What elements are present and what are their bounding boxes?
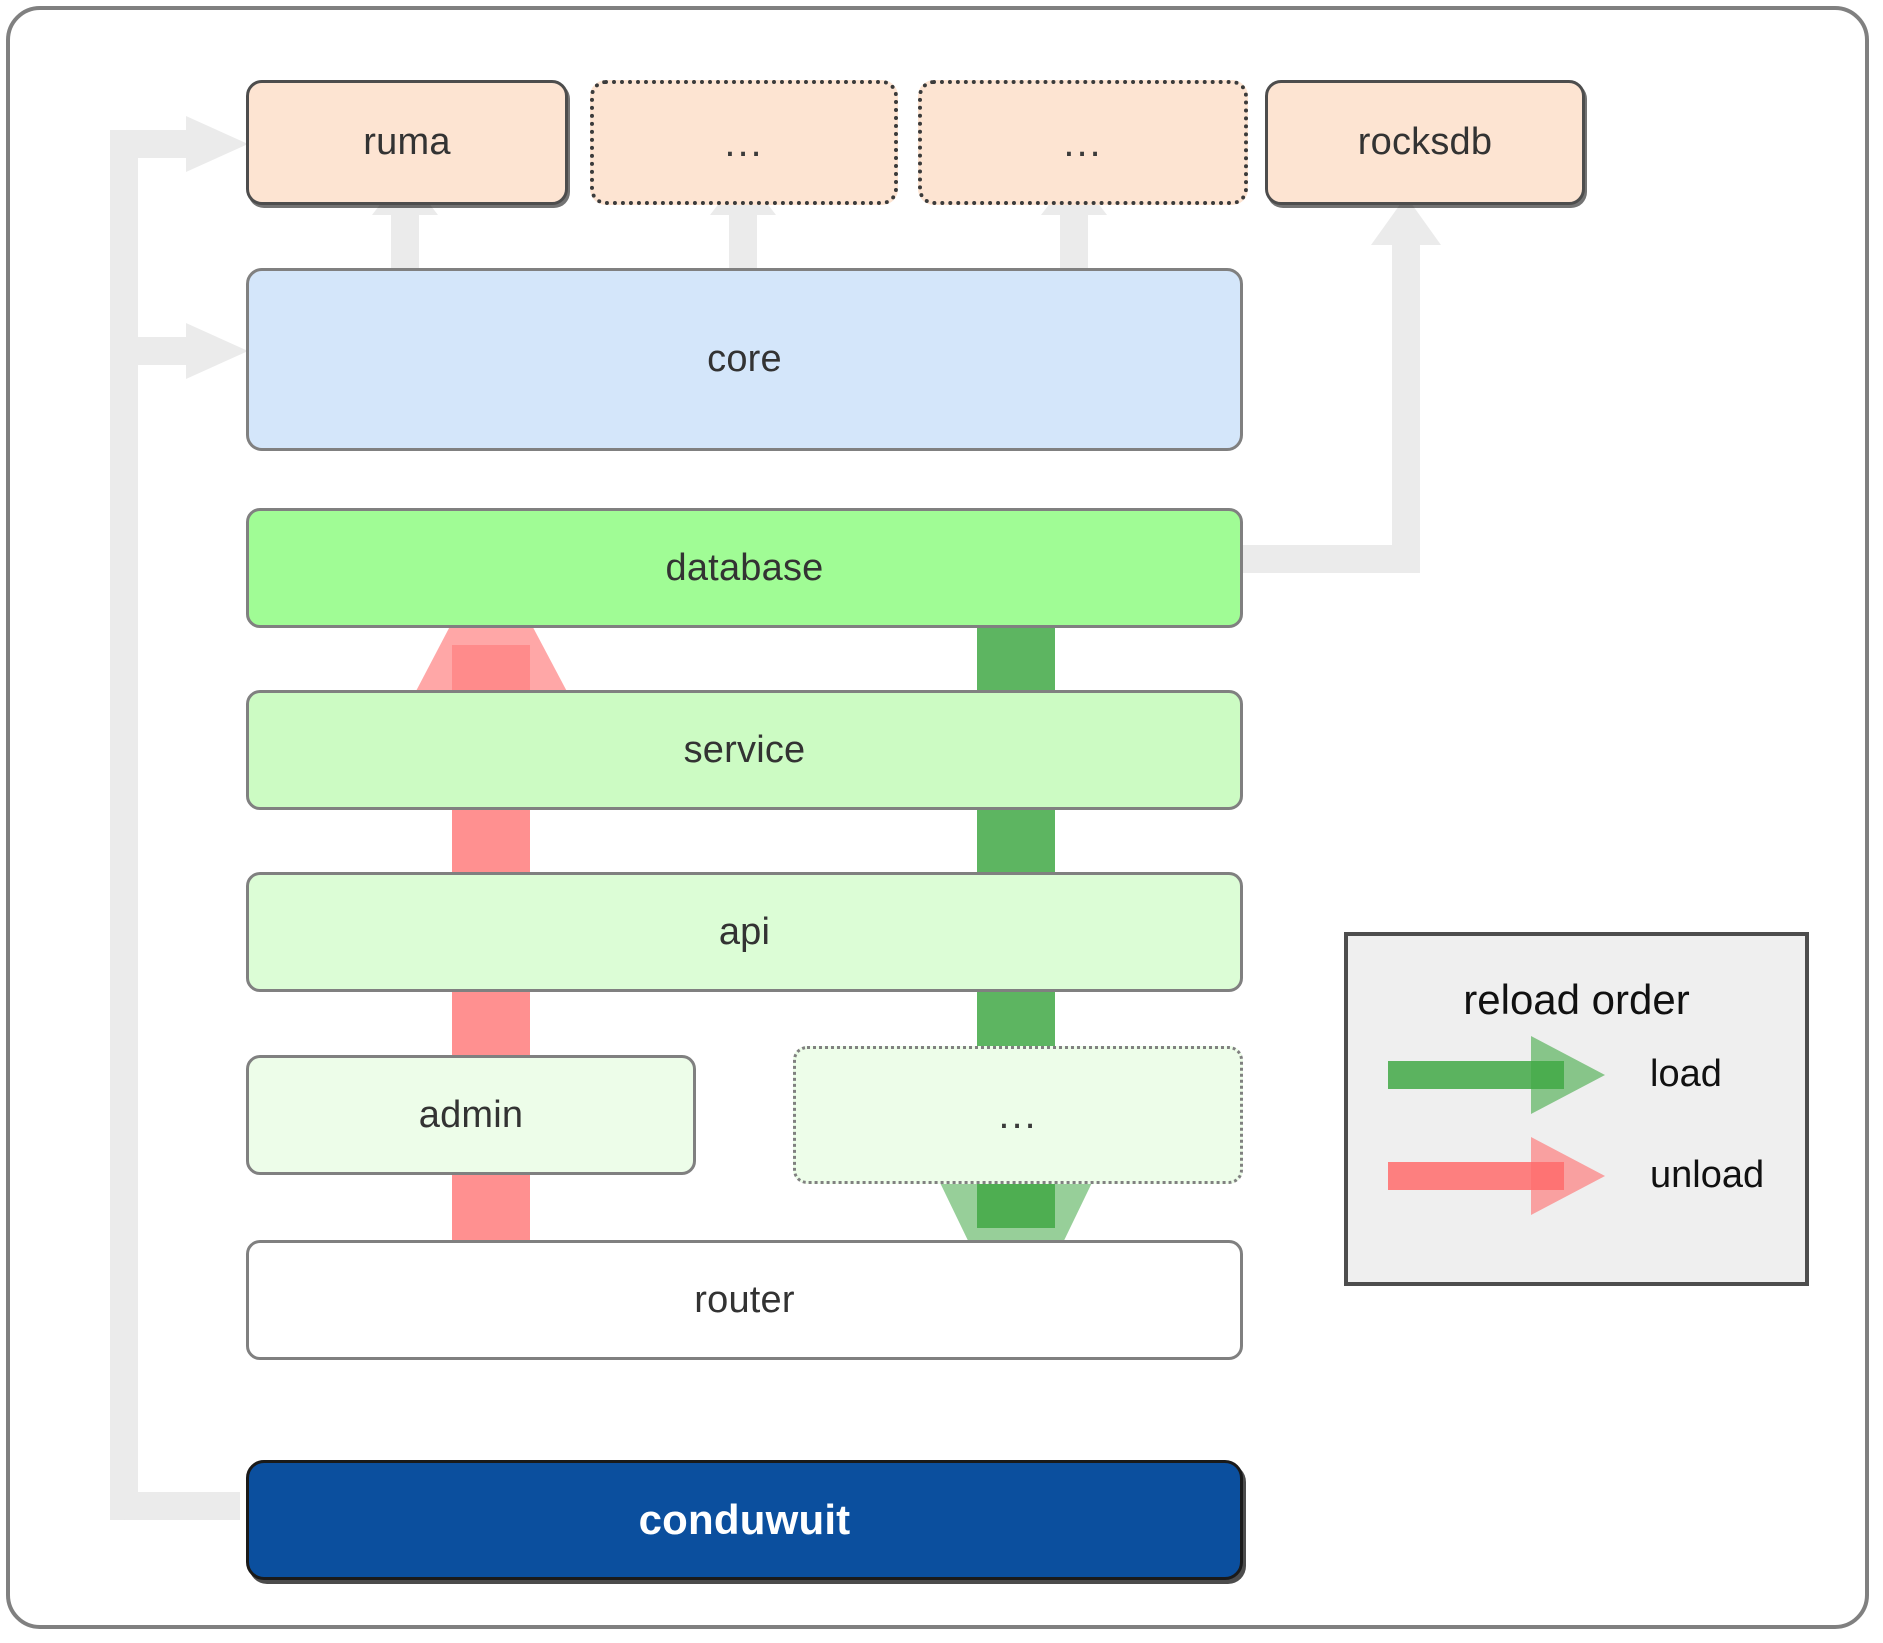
node-admin-label: admin (418, 1093, 524, 1136)
node-dep-ellipsis-2[interactable]: ... (918, 80, 1248, 205)
node-service[interactable]: service (246, 690, 1243, 810)
bus-to-ruma (110, 130, 196, 158)
node-dep-ellipsis-2-label: ... (1063, 120, 1103, 165)
bus-to-core (110, 337, 196, 365)
node-core-label: core (707, 338, 782, 380)
node-core[interactable]: core (246, 268, 1243, 451)
node-router[interactable]: router (246, 1240, 1243, 1360)
legend-unload-arrow (1388, 1137, 1605, 1215)
node-router-label: router (694, 1278, 795, 1321)
node-dep-ellipsis-1[interactable]: ... (590, 80, 898, 205)
node-layer-ellipsis-label: ... (998, 1093, 1038, 1137)
legend-label-unload: unload (1650, 1154, 1765, 1196)
node-conduwuit-label: conduwuit (638, 1496, 851, 1543)
node-api-label: api (718, 910, 771, 953)
node-rocksdb-label: rocksdb (1357, 121, 1493, 163)
legend-arrows (1388, 1036, 1605, 1215)
node-ruma[interactable]: ruma (246, 80, 568, 205)
bus-from-conduwuit (110, 1492, 240, 1520)
node-database[interactable]: database (246, 508, 1243, 628)
legend-label-load: load (1650, 1053, 1722, 1095)
node-rocksdb[interactable]: rocksdb (1265, 80, 1585, 205)
node-api[interactable]: api (246, 872, 1243, 992)
node-conduwuit[interactable]: conduwuit (246, 1460, 1243, 1580)
legend-title: reload order (1463, 976, 1690, 1023)
legend-load-arrow (1388, 1036, 1605, 1114)
node-database-label: database (665, 546, 824, 589)
diagram-frame (6, 6, 1869, 1629)
node-layer-ellipsis[interactable]: ... (793, 1046, 1243, 1184)
bus-database-to-rocksdb-vertical (1392, 225, 1420, 573)
node-admin[interactable]: admin (246, 1055, 696, 1175)
legend-panel: reload order load unload (1344, 932, 1809, 1286)
node-service-label: service (683, 728, 806, 771)
bus-database-to-rocksdb-horizontal (1230, 545, 1420, 573)
node-dep-ellipsis-1-label: ... (724, 120, 764, 165)
node-ruma-label: ruma (363, 121, 451, 163)
